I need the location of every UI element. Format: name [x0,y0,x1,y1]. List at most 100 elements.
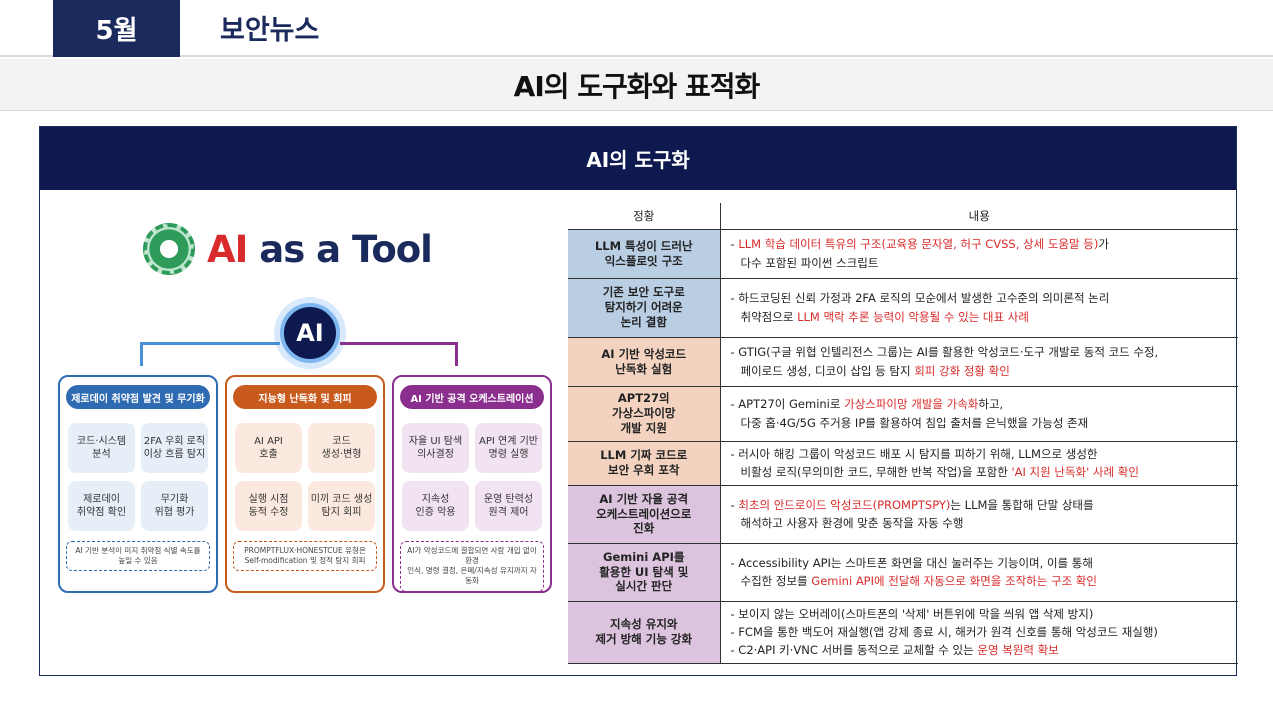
content-line: 다수 포함된 파이썬 스크립트 [731,254,1229,272]
content-text: 수집한 정보를 [740,574,812,588]
logo-text: AI as a Tool [207,227,433,271]
content-line: - Accessibility API는 스마트폰 화면을 대신 눌러주는 기능… [731,554,1229,572]
branch-arrow-left [140,342,143,366]
column-cell: 무기화 위협 평가 [141,481,208,531]
table-row: 지속성 유지와 제거 방해 기능 강화 - 보이지 않는 오버레이(스마트폰의 '… [568,601,1238,664]
column-cell: 2FA 우회 로직 이상 흐름 탐지 [141,423,208,473]
content-text: 가 [1098,237,1109,252]
content-text: - C2·API 키·VNC 서버를 동적으로 교체할 수 있는 [730,643,978,658]
content-text: - 하드코딩된 신뢰 가정과 2FA 로직의 모순에서 발생한 고수준의 의미론… [730,291,1110,306]
situation-cell: LLM 기짜 코드로 보안 우회 포착 [568,441,721,486]
branch-arrow-right [455,342,458,366]
content-line: 비활성 로직(무의미한 코드, 무해한 반복 작업)을 포함한 'AI 지원 난… [731,463,1229,481]
column-cell: API 연계 기반 명령 실행 [475,423,542,473]
highlight-text: Gemini API에 전달해 자동으로 화면을 조작하는 구조 확인 [811,574,1097,588]
ai-core-badge: AI [280,303,340,363]
page-title: AI의 도구화와 표적화 [513,69,761,103]
situation-cell: Gemini API를 활용한 UI 탐색 및 실시간 판단 [568,543,721,602]
month-badge: 5월 [53,0,180,57]
content-text: - 보이지 않는 오버레이(스마트폰의 '삭제' 버튼위에 막을 씌워 앱 삭제… [730,606,1094,621]
content-text: 는 LLM을 통합해 단말 상태를 [950,497,1094,512]
panel-title: AI의 도구화 [40,127,1236,190]
column-cell: 운영 탄력성 원격 제어 [475,481,542,531]
content-cell: - 최초의 안드로이드 악성코드(PROMPTSPY)는 LLM을 통합해 단말… [720,485,1238,544]
highlight-text: LLM 학습 데이터 특유의 구조(교육용 문자열, 허구 CVSS, 상세 도… [738,237,1099,252]
content-line: 취약점으로 LLM 맥락 추론 능력이 악용될 수 있는 대표 사례 [731,308,1229,326]
column-title: 지능형 난독화 및 회피 [233,385,377,409]
table-row: 기존 보안 도구로 탐지하기 어려운 논리 결함 - 하드코딩된 신뢰 가정과 2… [568,278,1238,338]
situation-table-wrap: 정황 내용 LLM 특성이 드러난 익스플로잇 구조- LLM 학습 데이터 특… [568,203,1238,664]
column-title: AI 기반 공격 오케스트레이션 [400,385,544,409]
content-line: - GTIG(구글 위협 인텔리전스 그룹)는 AI를 활용한 악성코드·도구 … [731,343,1229,361]
content-text: - [730,237,739,252]
content-line: - 최초의 안드로이드 악성코드(PROMPTSPY)는 LLM을 통합해 단말… [731,496,1229,514]
content-line: - LLM 학습 데이터 특유의 구조(교육용 문자열, 허구 CVSS, 상세… [731,235,1229,253]
column-cell: 실행 시점 동적 수정 [235,481,302,531]
branch-line-right [340,342,458,345]
content-text: - APT27이 Gemini로 [730,397,845,412]
content-cell: - Accessibility API는 스마트폰 화면을 대신 눌러주는 기능… [720,543,1238,602]
content-line: - 보이지 않는 오버레이(스마트폰의 '삭제' 버튼위에 막을 씌워 앱 삭제… [731,605,1229,623]
content-cell: - 보이지 않는 오버레이(스마트폰의 '삭제' 버튼위에 막을 씌워 앱 삭제… [720,601,1238,664]
column-cell: 코드·시스템 분석 [68,423,135,473]
branch-line-left [140,342,280,345]
content-cell: - GTIG(구글 위협 인텔리전스 그룹)는 AI를 활용한 악성코드·도구 … [720,337,1238,387]
situation-cell: LLM 특성이 드러난 익스플로잇 구조 [568,229,721,279]
content-line: - 러시아 해킹 그룹이 악성코드 배포 시 탐지를 피하기 위해, LLM으로… [731,445,1229,463]
content-text: 페이로드 생성, 디코이 삽입 등 탐지 [740,363,915,378]
column-cell: AI API 호출 [235,423,302,473]
logo-text-ai: AI [207,227,248,271]
content-text: - 러시아 해킹 그룹이 악성코드 배포 시 탐지를 피하기 위해, LLM으로… [730,446,1098,461]
logo-text-rest: as a Tool [247,227,433,271]
content-line: - C2·API 키·VNC 서버를 동적으로 교체할 수 있는 운영 복원력 … [731,641,1229,659]
series-title: 보안뉴스 [220,15,320,46]
content-text: 비활성 로직(무의미한 코드, 무해한 반복 작업)을 포함한 [740,465,1012,479]
content-text: - [730,497,739,512]
title-band: AI의 도구화와 표적화 [0,59,1273,111]
content-line: 해석하고 사용자 환경에 맞춘 동작을 자동 수행 [731,514,1229,532]
content-cell: - 하드코딩된 신뢰 가정과 2FA 로직의 모순에서 발생한 고수준의 의미론… [720,278,1238,338]
table-row: AI 기반 자율 공격 오케스트레이션으로 진화 - 최초의 안드로이드 악성코드… [568,485,1238,544]
situation-cell: 기존 보안 도구로 탐지하기 어려운 논리 결함 [568,278,721,338]
content-cell: - APT27이 Gemini로 가상스파이망 개발을 가속화하고,다중 홉·4… [720,386,1238,442]
column-cell: 코드 생성·변형 [308,423,375,473]
situation-table: 정황 내용 LLM 특성이 드러난 익스플로잇 구조- LLM 학습 데이터 특… [568,203,1238,664]
header-content: 내용 [720,203,1238,230]
content-text: 하고, [978,397,1004,412]
content-text: 해석하고 사용자 환경에 맞춘 동작을 자동 수행 [740,516,964,530]
content-line: 수집한 정보를 Gemini API에 전달해 자동으로 화면을 조작하는 구조… [731,572,1229,590]
content-text: - GTIG(구글 위협 인텔리전스 그룹)는 AI를 활용한 악성코드·도구 … [730,345,1159,360]
content-cell: - LLM 학습 데이터 특유의 구조(교육용 문자열, 허구 CVSS, 상세… [720,229,1238,279]
table-row: Gemini API를 활용한 UI 탐색 및 실시간 판단 - Accessib… [568,543,1238,602]
header-situation: 정황 [568,203,721,230]
content-panel: AI의 도구화 AI as a Tool AI 제로데이 취약점 발견 및 무기… [39,126,1238,677]
table-row: LLM 특성이 드러난 익스플로잇 구조- LLM 학습 데이터 특유의 구조(… [568,229,1238,279]
gear-icon [143,223,195,275]
highlight-text: LLM 맥락 추론 능력이 악용될 수 있는 대표 사례 [797,309,1029,324]
content-line: - 하드코딩된 신뢰 가정과 2FA 로직의 모순에서 발생한 고수준의 의미론… [731,289,1229,307]
table-row: LLM 기짜 코드로 보안 우회 포착 - 러시아 해킹 그룹이 악성코드 배포 … [568,441,1238,486]
column-title: 제로데이 취약점 발견 및 무기화 [66,385,210,409]
column-cell: 자율 UI 탐색 의사결정 [402,423,469,473]
column-note: PROMPTFLUX·HONESTCUE 유형은 Self-modificati… [233,541,377,572]
table-header-row: 정황 내용 [568,203,1238,230]
highlight-text: 운영 복원력 확보 [977,643,1059,658]
content-line: - APT27이 Gemini로 가상스파이망 개발을 가속화하고, [731,395,1229,413]
situation-cell: 지속성 유지와 제거 방해 기능 강화 [568,601,721,664]
column-note: AI 기반 분석이 미지 취약점 식별 속도를 높일 수 있음 [66,541,210,572]
situation-cell: AI 기반 자율 공격 오케스트레이션으로 진화 [568,485,721,544]
top-bar: 5월 보안뉴스 [0,0,1273,57]
situation-cell: APT27의 가상스파이망 개발 지원 [568,386,721,442]
content-line: - FCM을 통한 백도어 재실행(앱 강제 종료 시, 해커가 원격 신호를 … [731,623,1229,641]
content-cell: - 러시아 해킹 그룹이 악성코드 배포 시 탐지를 피하기 위해, LLM으로… [720,441,1238,486]
content-line: 다중 홉·4G/5G 주거용 IP를 활용하여 침입 출처를 은닉했을 가능성 … [731,414,1229,432]
column-cell: 제로데이 취약점 확인 [68,481,135,531]
column-note: AI가 악성코드에 결합되면 사람 개입 없이 환경 인식, 명령 결정, 은폐… [400,541,544,592]
table-row: AI 기반 악성코드 난독화 실험- GTIG(구글 위협 인텔리전스 그룹)는… [568,337,1238,387]
content-text: - Accessibility API는 스마트폰 화면을 대신 눌러주는 기능… [730,555,1093,570]
